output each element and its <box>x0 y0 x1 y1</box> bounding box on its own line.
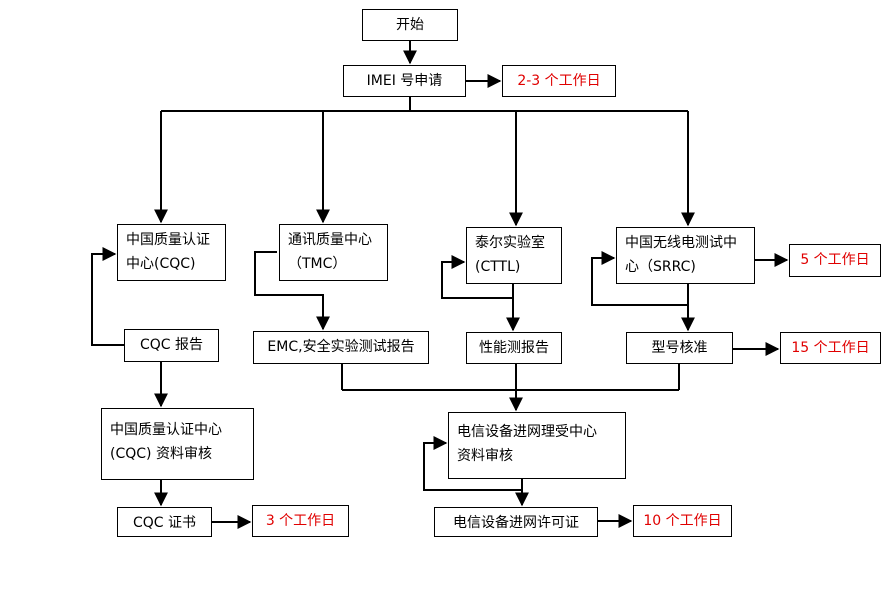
type-approval-label: 型号核准 <box>651 340 708 356</box>
imei-time-node: 2-3 个工作日 <box>502 65 616 97</box>
perf-report-node: 性能测报告 <box>466 332 562 364</box>
start-label: 开始 <box>396 17 424 33</box>
type-approval-time-label: 15 个工作日 <box>791 340 870 356</box>
srrc-time-node: 5 个工作日 <box>789 244 881 277</box>
srrc-time-label: 5 个工作日 <box>800 252 870 268</box>
loop-cqc <box>91 247 124 346</box>
telecom-review-line1: 电信设备进网理受中心 <box>457 424 597 440</box>
cqc-review-line2: (CQC) 资料审核 <box>110 446 212 462</box>
start-node: 开始 <box>362 9 458 41</box>
cqc-center-line2: 中心(CQC) <box>126 256 196 272</box>
arrow-tmc-emc <box>254 251 330 331</box>
cqc-center-line1: 中国质量认证 <box>126 232 210 248</box>
srrc-line1: 中国无线电测试中 <box>625 235 737 251</box>
imei-label: IMEI 号申请 <box>366 73 443 89</box>
perf-report-label: 性能测报告 <box>479 340 549 356</box>
telecom-license-time-node: 10 个工作日 <box>633 505 732 537</box>
cqc-cert-label: CQC 证书 <box>132 515 197 531</box>
emc-report-label: EMC,安全实验测试报告 <box>267 339 415 355</box>
cttl-line2: (CTTL) <box>475 259 521 275</box>
cqc-report-label: CQC 报告 <box>139 337 204 353</box>
srrc-line2: 心（SRRC) <box>625 259 696 275</box>
telecom-review-node: 电信设备进网理受中心 资料审核 <box>448 412 626 479</box>
tmc-node: 通讯质量中心 （TMC） <box>279 224 388 281</box>
cttl-line1: 泰尔实验室 <box>475 235 545 251</box>
telecom-license-label: 电信设备进网许可证 <box>453 515 579 531</box>
imei-node: IMEI 号申请 <box>343 65 466 97</box>
cqc-review-node: 中国质量认证中心 (CQC) 资料审核 <box>101 408 254 480</box>
cqc-center-node: 中国质量认证 中心(CQC) <box>117 224 226 281</box>
cqc-report-node: CQC 报告 <box>124 329 219 362</box>
cttl-node: 泰尔实验室 (CTTL) <box>466 227 562 284</box>
telecom-license-time-label: 10 个工作日 <box>643 513 722 529</box>
cqc-cert-time-node: 3 个工作日 <box>252 505 349 537</box>
type-approval-time-node: 15 个工作日 <box>780 332 881 364</box>
imei-time-label: 2-3 个工作日 <box>517 73 601 89</box>
telecom-license-node: 电信设备进网许可证 <box>434 507 598 537</box>
telecom-review-line2: 资料审核 <box>457 448 513 464</box>
cqc-review-line1: 中国质量认证中心 <box>110 422 222 438</box>
cqc-cert-time-label: 3 个工作日 <box>265 513 336 529</box>
tmc-line2: （TMC） <box>288 256 347 272</box>
emc-report-node: EMC,安全实验测试报告 <box>253 331 429 364</box>
cqc-cert-node: CQC 证书 <box>117 507 212 537</box>
tmc-line1: 通讯质量中心 <box>288 232 372 248</box>
type-approval-node: 型号核准 <box>626 332 733 364</box>
srrc-node: 中国无线电测试中 心（SRRC) <box>616 227 755 284</box>
